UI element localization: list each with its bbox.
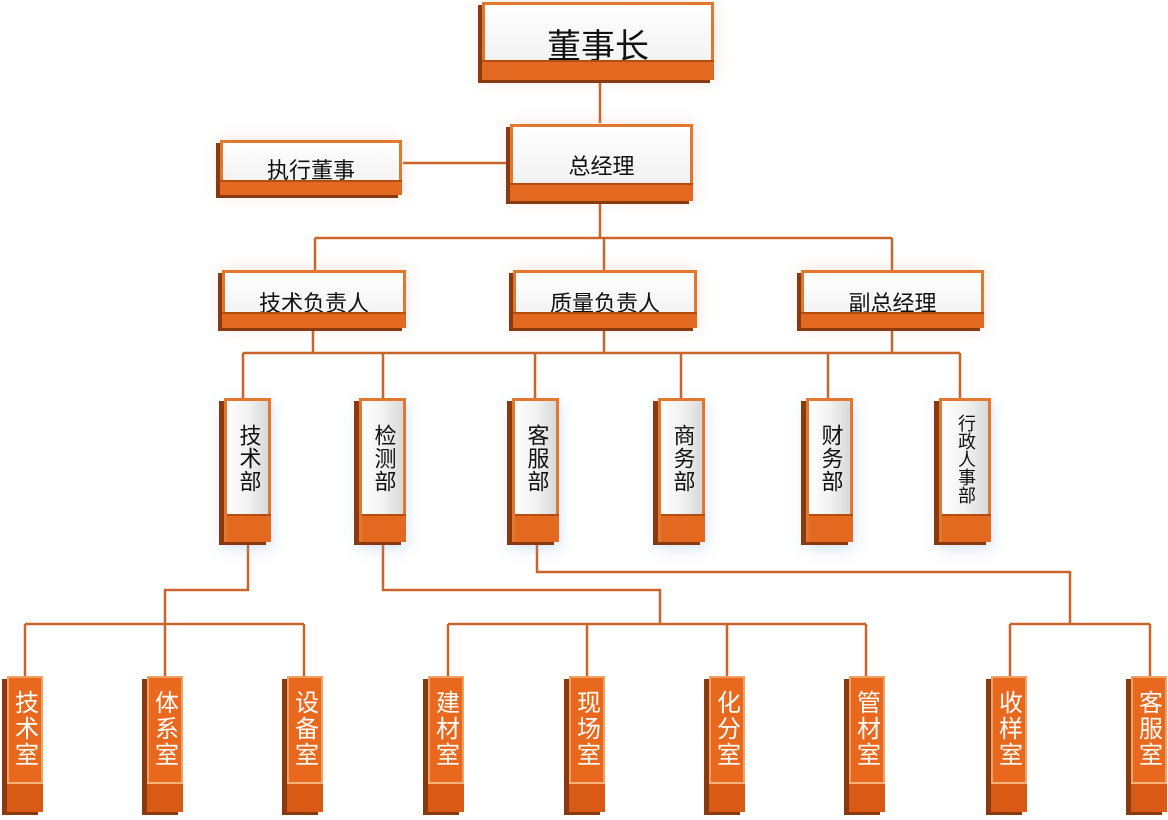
room-bar-technical xyxy=(7,782,43,812)
department-box-testing: 检测部 xyxy=(359,398,406,542)
general-manager-bar xyxy=(510,183,693,201)
department-box-admin-hr: 行政人事部 xyxy=(939,398,991,542)
room-bar-building-materials xyxy=(428,782,464,812)
room-box-chemical-analysis: 化分室 xyxy=(709,676,745,812)
room-label-customer-service: 客服室 xyxy=(1134,690,1163,768)
department-label-business: 商务部 xyxy=(669,424,695,493)
room-box-sample-receiving: 收样室 xyxy=(991,676,1027,812)
room-box-pipe-materials: 管材室 xyxy=(849,676,885,812)
department-box-technical: 技术部 xyxy=(224,398,271,542)
executive-director-box: 执行董事 xyxy=(220,140,402,195)
general-manager-label: 总经理 xyxy=(568,155,635,180)
manager-bar-deputy xyxy=(801,312,984,328)
department-label-finance: 财务部 xyxy=(817,424,843,493)
room-bar-pipe-materials xyxy=(849,782,885,812)
manager-bar-technical xyxy=(222,312,406,328)
department-box-customer-service: 客服部 xyxy=(512,398,559,542)
chairman-box: 董事长 xyxy=(482,2,714,80)
room-label-system: 体系室 xyxy=(150,690,179,768)
department-bar-business xyxy=(661,514,705,542)
manager-box-technical: 技术负责人 xyxy=(222,270,406,328)
room-bar-customer-service xyxy=(1131,782,1167,812)
department-bar-technical xyxy=(227,514,271,542)
room-bar-chemical-analysis xyxy=(709,782,745,812)
department-box-business: 商务部 xyxy=(658,398,705,542)
general-manager-box: 总经理 xyxy=(510,124,693,201)
executive-director-label: 执行董事 xyxy=(266,159,355,184)
department-bar-customer-service xyxy=(515,514,559,542)
room-box-equipment: 设备室 xyxy=(287,676,323,812)
room-box-building-materials: 建材室 xyxy=(428,676,464,812)
room-label-technical: 技术室 xyxy=(10,690,39,768)
department-bar-admin-hr xyxy=(942,514,991,542)
manager-bar-quality xyxy=(513,312,697,328)
manager-box-deputy: 副总经理 xyxy=(801,270,984,328)
room-label-building-materials: 建材室 xyxy=(431,690,460,768)
department-label-admin-hr: 行政人事部 xyxy=(955,413,976,504)
room-bar-on-site xyxy=(569,782,605,812)
room-bar-sample-receiving xyxy=(991,782,1027,812)
room-label-on-site: 现场室 xyxy=(572,690,601,768)
room-box-customer-service: 客服室 xyxy=(1131,676,1167,812)
department-label-technical: 技术部 xyxy=(235,424,261,493)
department-label-customer-service: 客服部 xyxy=(523,424,549,493)
manager-box-quality: 质量负责人 xyxy=(513,270,697,328)
room-bar-equipment xyxy=(287,782,323,812)
room-label-sample-receiving: 收样室 xyxy=(994,690,1023,768)
room-bar-system xyxy=(147,782,183,812)
room-box-technical: 技术室 xyxy=(7,676,43,812)
department-label-testing: 检测部 xyxy=(370,424,396,493)
department-bar-testing xyxy=(362,514,406,542)
executive-director-bar xyxy=(220,180,402,195)
room-label-chemical-analysis: 化分室 xyxy=(712,690,741,768)
department-bar-finance xyxy=(809,514,853,542)
room-label-pipe-materials: 管材室 xyxy=(852,690,881,768)
room-box-system: 体系室 xyxy=(147,676,183,812)
room-box-on-site: 现场室 xyxy=(569,676,605,812)
department-box-finance: 财务部 xyxy=(806,398,853,542)
chairman-bar xyxy=(482,60,714,80)
room-label-equipment: 设备室 xyxy=(290,690,319,768)
